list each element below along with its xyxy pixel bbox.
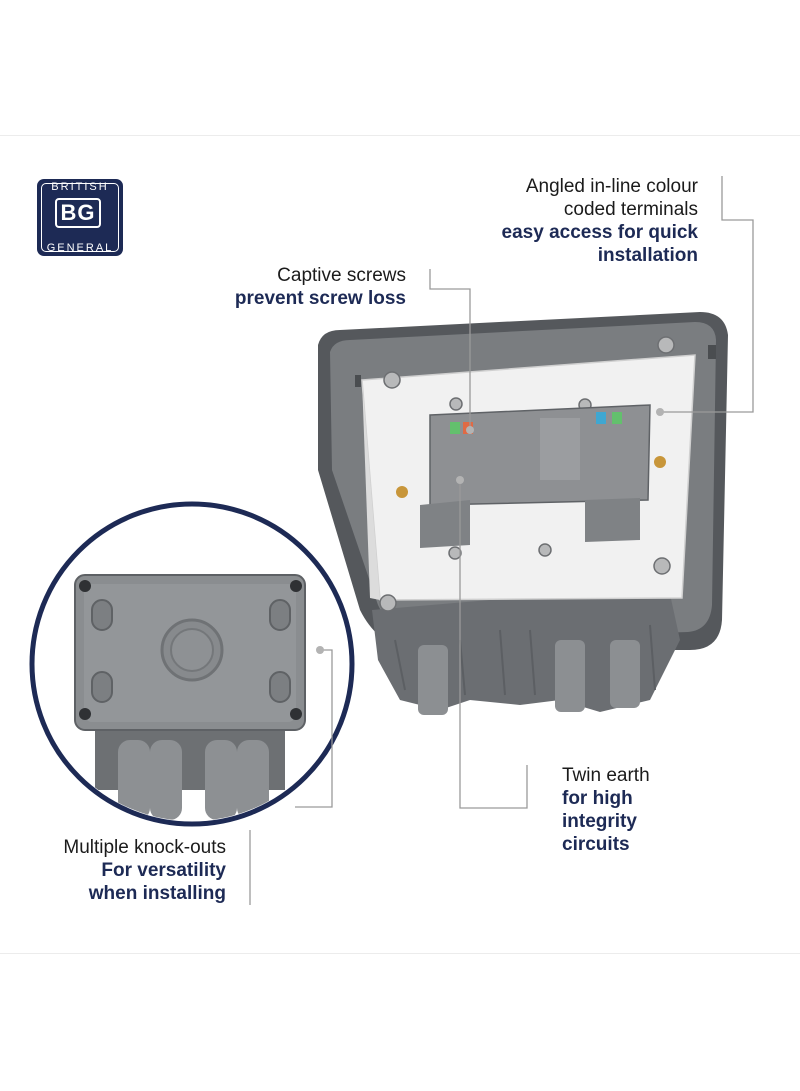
callout-earth-strong2: integrity (562, 811, 637, 832)
callout-terminals-strong1: easy access for quick (501, 222, 698, 243)
british-general-logo: BRITISH BG GENERAL (37, 179, 123, 256)
callout-terminals: Angled in-line colour coded terminals ea… (502, 175, 698, 267)
logo-text-british: BRITISH (51, 181, 109, 193)
callout-screws: Captive screws prevent screw loss (235, 264, 406, 310)
callout-earth-line1: Twin earth (562, 765, 650, 786)
logo-text-bg: BG (55, 198, 101, 228)
logo-text-general: GENERAL (46, 242, 114, 254)
callout-terminals-strong2: installation (597, 245, 698, 266)
leader-dots (316, 408, 664, 654)
callout-knockouts: Multiple knock-outs For versatility when… (63, 836, 226, 905)
callout-knockouts-strong1: For versatility (101, 860, 226, 881)
callout-earth: Twin earth for high integrity circuits (562, 764, 650, 856)
bottom-divider (0, 953, 800, 954)
callout-knockouts-strong2: when installing (88, 883, 226, 904)
callout-terminals-line1: Angled in-line colour (525, 176, 698, 197)
callout-screws-line1: Captive screws (277, 265, 406, 286)
leader-lines (249, 176, 754, 905)
callout-terminals-line2: coded terminals (563, 199, 698, 220)
callout-knockouts-line1: Multiple knock-outs (63, 837, 226, 858)
callout-screws-strong1: prevent screw loss (234, 288, 406, 309)
logo-border (41, 183, 119, 252)
callout-earth-strong1: for high (562, 788, 633, 809)
top-divider (0, 135, 800, 136)
socket-housing-image (318, 312, 728, 715)
callout-earth-strong3: circuits (562, 834, 630, 855)
back-box-inset (29, 501, 355, 827)
